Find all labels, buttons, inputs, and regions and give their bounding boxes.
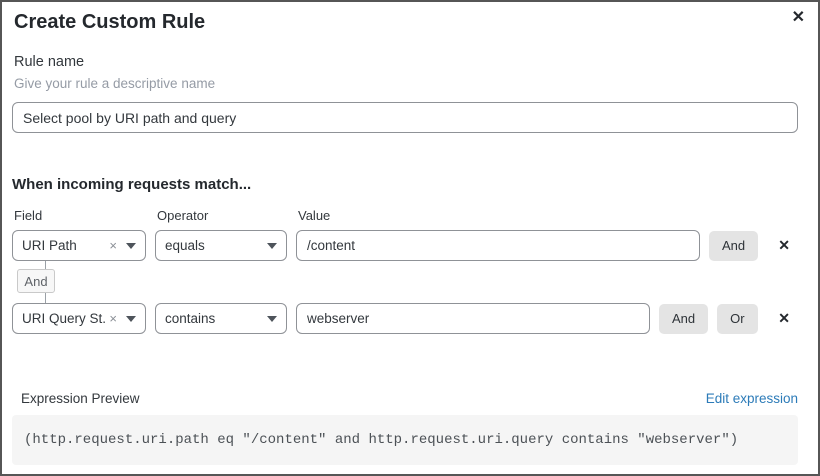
- value-column-label: Value: [298, 208, 331, 223]
- chevron-down-icon: [126, 242, 136, 249]
- expression-code: (http.request.uri.path eq "/content" and…: [24, 432, 739, 448]
- connector-line: [45, 293, 46, 303]
- field-select-value: URI Query St...: [22, 311, 106, 326]
- connector-and-badge: And: [17, 269, 55, 293]
- operator-select-value: contains: [165, 311, 216, 326]
- condition-row: URI Query St... × contains And Or ✕: [12, 303, 798, 334]
- rule-name-helper-text: Give your rule a descriptive name: [14, 76, 216, 91]
- operator-column-label: Operator: [157, 208, 209, 223]
- or-condition-button[interactable]: Or: [717, 303, 758, 334]
- condition-column-headers: Field Operator Value: [12, 208, 798, 223]
- and-condition-button[interactable]: And: [659, 303, 709, 334]
- clear-selection-icon[interactable]: ×: [109, 238, 117, 253]
- expression-preview-label: Expression Preview: [21, 391, 140, 406]
- rule-name-label: Rule name: [14, 54, 85, 70]
- close-icon[interactable]: ✕: [791, 9, 805, 26]
- chevron-down-icon: [126, 315, 136, 322]
- value-input[interactable]: [296, 303, 650, 334]
- rule-name-input[interactable]: [12, 102, 798, 133]
- row-connector: And: [17, 261, 798, 303]
- value-input[interactable]: [296, 230, 700, 261]
- and-condition-button[interactable]: And: [709, 230, 759, 261]
- expression-preview-box: (http.request.uri.path eq "/content" and…: [12, 415, 798, 465]
- operator-select-value: equals: [165, 238, 205, 253]
- connector-line: [45, 261, 46, 269]
- clear-selection-icon[interactable]: ×: [109, 311, 117, 326]
- remove-row-icon[interactable]: ✕: [778, 237, 790, 253]
- field-select-value: URI Path: [22, 238, 77, 253]
- field-column-label: Field: [14, 208, 43, 223]
- field-select[interactable]: URI Path ×: [12, 230, 146, 261]
- edit-expression-link[interactable]: Edit expression: [705, 391, 798, 406]
- match-section-heading: When incoming requests match...: [12, 176, 252, 193]
- field-select[interactable]: URI Query St... ×: [12, 303, 146, 334]
- page-title: Create Custom Rule: [14, 11, 206, 33]
- chevron-down-icon: [267, 315, 277, 322]
- expression-preview-header: Expression Preview Edit expression: [12, 391, 798, 407]
- condition-row: URI Path × equals And ✕: [12, 230, 798, 261]
- remove-row-icon[interactable]: ✕: [778, 310, 790, 326]
- chevron-down-icon: [267, 242, 277, 249]
- operator-select[interactable]: equals: [155, 230, 287, 261]
- operator-select[interactable]: contains: [155, 303, 287, 334]
